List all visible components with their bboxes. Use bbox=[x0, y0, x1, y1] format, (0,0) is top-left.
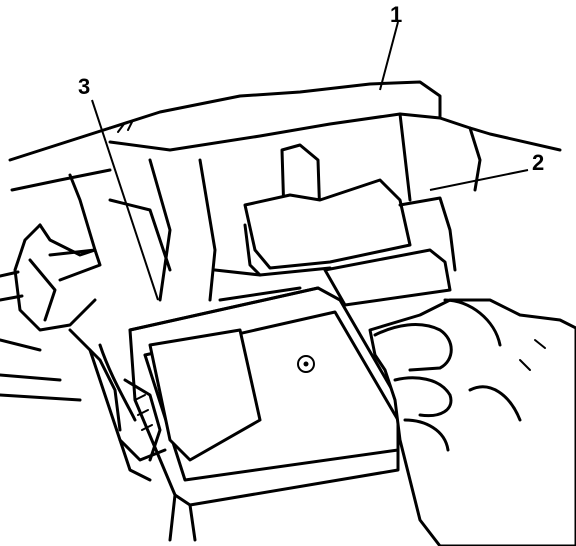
leader-3 bbox=[91, 99, 159, 301]
hand-icon bbox=[368, 298, 576, 546]
callout-1: 1 bbox=[390, 2, 403, 27]
leader-2 bbox=[429, 169, 529, 191]
control-module-icon bbox=[128, 286, 400, 542]
relay-bracket-icon bbox=[213, 143, 457, 307]
leader-lines bbox=[91, 21, 529, 301]
dash-panel-icon bbox=[8, 80, 562, 202]
left-structure bbox=[0, 158, 217, 432]
leader-1 bbox=[379, 21, 399, 91]
callout-2: 2 bbox=[532, 150, 545, 175]
callout-3: 3 bbox=[78, 74, 91, 99]
wiring-harness-icon bbox=[88, 343, 167, 482]
